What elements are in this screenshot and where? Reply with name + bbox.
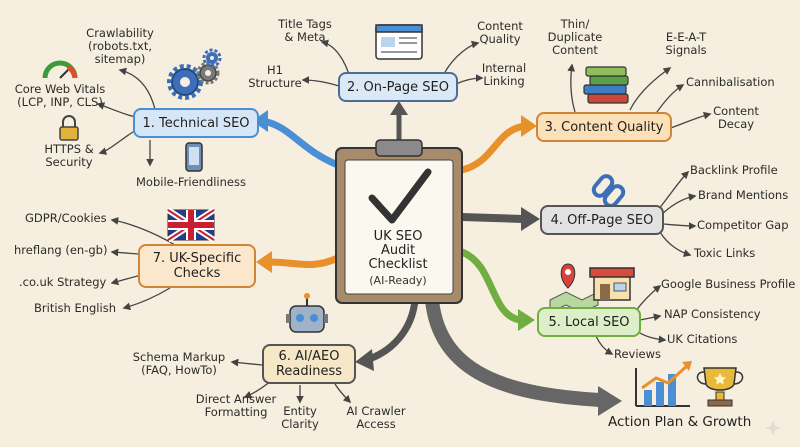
item-backlink-profile: Backlink Profile xyxy=(690,163,778,177)
item-entity-clarity: Entity Clarity xyxy=(281,404,319,431)
node-on-page-seo: 2. On-Page SEO xyxy=(338,72,458,102)
item-content-decay: Content Decay xyxy=(713,104,759,131)
center-subtitle: (AI-Ready) xyxy=(369,274,427,287)
item-google-business-profile: Google Business Profile xyxy=(661,277,796,291)
branch-arrow-technical xyxy=(252,110,342,169)
node-off-page-seo: 4. Off-Page SEO xyxy=(540,205,664,235)
item-content-quality-onpage: Content Quality xyxy=(477,19,523,46)
node-uk-specific-checks: 7. UK-Specific Checks xyxy=(138,244,256,288)
item-hreflang: hreflang (en-gb) xyxy=(14,243,108,257)
item-toxic-links: Toxic Links xyxy=(694,246,756,260)
item-schema-markup: Schema Markup (FAQ, HowTo) xyxy=(132,350,226,377)
item-ai-crawler-access: AI Crawler Access xyxy=(346,404,406,431)
trophy-icon xyxy=(696,367,744,407)
item-https-security: HTTPS & Security xyxy=(44,142,94,169)
item-uk-citations: UK Citations xyxy=(667,332,738,346)
uk-flag-icon xyxy=(166,207,216,243)
center-title: UK SEO Audit Checklist xyxy=(368,229,428,272)
chain-link-icon xyxy=(591,174,626,208)
branch-arrow-local xyxy=(458,248,535,331)
branch-arrow-action xyxy=(425,293,622,416)
item-internal-linking: Internal Linking xyxy=(481,61,527,88)
storefront-icon xyxy=(589,267,635,301)
item-gdpr-cookies: GDPR/Cookies xyxy=(25,211,107,225)
item-competitor-gap: Competitor Gap xyxy=(697,218,789,232)
lock-icon xyxy=(59,115,79,141)
item-title-tags: Title Tags & Meta xyxy=(278,17,332,44)
item-cannibalisation: Cannibalisation xyxy=(686,75,775,89)
item-core-web-vitals: Core Web Vitals (LCP, INP, CLS) xyxy=(14,82,106,109)
node-technical-seo: 1. Technical SEO xyxy=(133,108,259,138)
branch-arrow-uk xyxy=(256,251,342,273)
item-couk-strategy: .co.uk Strategy xyxy=(19,275,107,289)
node-content-quality: 3. Content Quality xyxy=(536,112,672,142)
item-direct-answer: Direct Answer Formatting xyxy=(195,392,277,419)
node-local-seo: 5. Local SEO xyxy=(537,307,641,337)
clipboard-illustration xyxy=(335,139,463,304)
branch-arrow-offpage xyxy=(458,207,540,231)
item-brand-mentions: Brand Mentions xyxy=(698,188,789,202)
smartphone-icon xyxy=(185,142,203,172)
item-nap-consistency: NAP Consistency xyxy=(664,307,761,321)
item-crawlability: Crawlability (robots.txt, sitemap) xyxy=(86,26,154,66)
branch-arrow-content xyxy=(458,115,537,174)
branch-arrow-ai xyxy=(355,296,419,371)
webpage-icon xyxy=(375,24,423,60)
growth-chart-icon xyxy=(635,361,692,407)
books-icon xyxy=(583,66,629,104)
item-reviews: Reviews xyxy=(614,347,662,361)
action-plan-label: Action Plan & Growth xyxy=(608,414,752,430)
speedometer-icon xyxy=(42,60,78,79)
robot-icon xyxy=(286,293,328,333)
item-british-english: British English xyxy=(34,301,116,315)
item-thin-duplicate: Thin/ Duplicate Content xyxy=(547,17,603,57)
item-mobile-friendliness: Mobile-Friendliness xyxy=(136,175,246,189)
item-h1-structure: H1 Structure xyxy=(248,63,302,90)
item-eeat: E-E-A-T Signals xyxy=(665,30,707,57)
sparkle-icon xyxy=(765,420,781,436)
gear-icon xyxy=(167,48,222,100)
node-ai-aeo-readiness: 6. AI/AEO Readiness xyxy=(262,344,356,384)
